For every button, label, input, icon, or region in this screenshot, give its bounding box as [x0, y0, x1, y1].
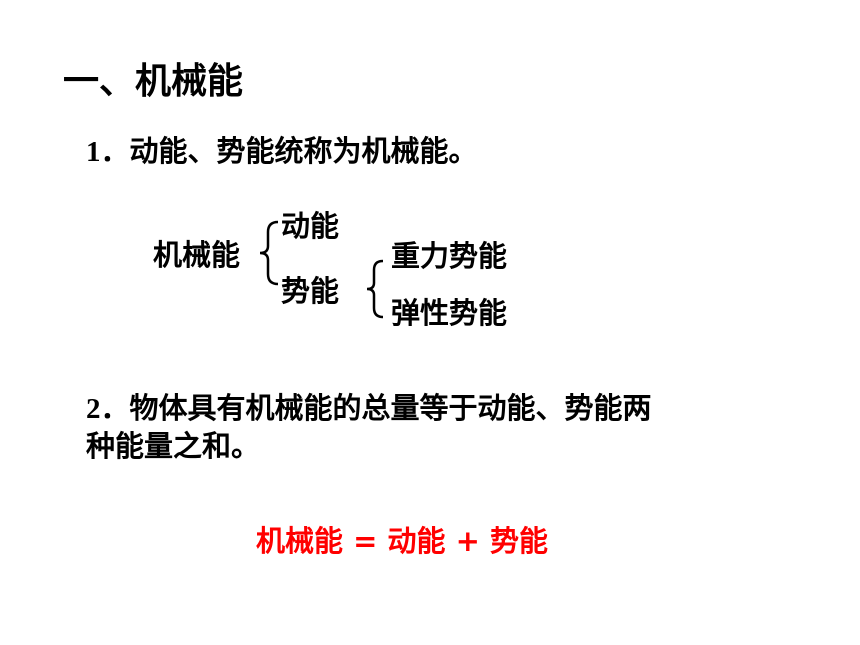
point-2-number: 2． — [86, 393, 130, 425]
diagram-elastic-label: 弹性势能 — [391, 296, 508, 330]
diagram-potential-label: 势能 — [281, 274, 340, 308]
point-1-number: 1． — [86, 136, 130, 168]
diagram-root-label: 机械能 — [153, 238, 241, 272]
section-title: 一、机械能 — [63, 61, 244, 102]
left-brace-icon — [259, 220, 279, 286]
point-1-text: 动能、势能统称为机械能。 — [129, 134, 478, 168]
diagram-kinetic-label: 动能 — [281, 209, 340, 243]
point-2-text-line-2: 种能量之和。 — [86, 429, 261, 463]
point-1: 1．动能、势能统称为机械能。 — [86, 128, 478, 170]
point-2-text-line-1: 物体具有机械能的总量等于动能、势能两 — [129, 391, 652, 425]
point-2-line-1: 2．物体具有机械能的总量等于动能、势能两 — [86, 385, 652, 427]
potential-brace-icon — [366, 259, 384, 319]
energy-formula: 机械能 = 动能 + 势能 — [256, 524, 548, 558]
diagram-gravity-label: 重力势能 — [391, 239, 508, 273]
